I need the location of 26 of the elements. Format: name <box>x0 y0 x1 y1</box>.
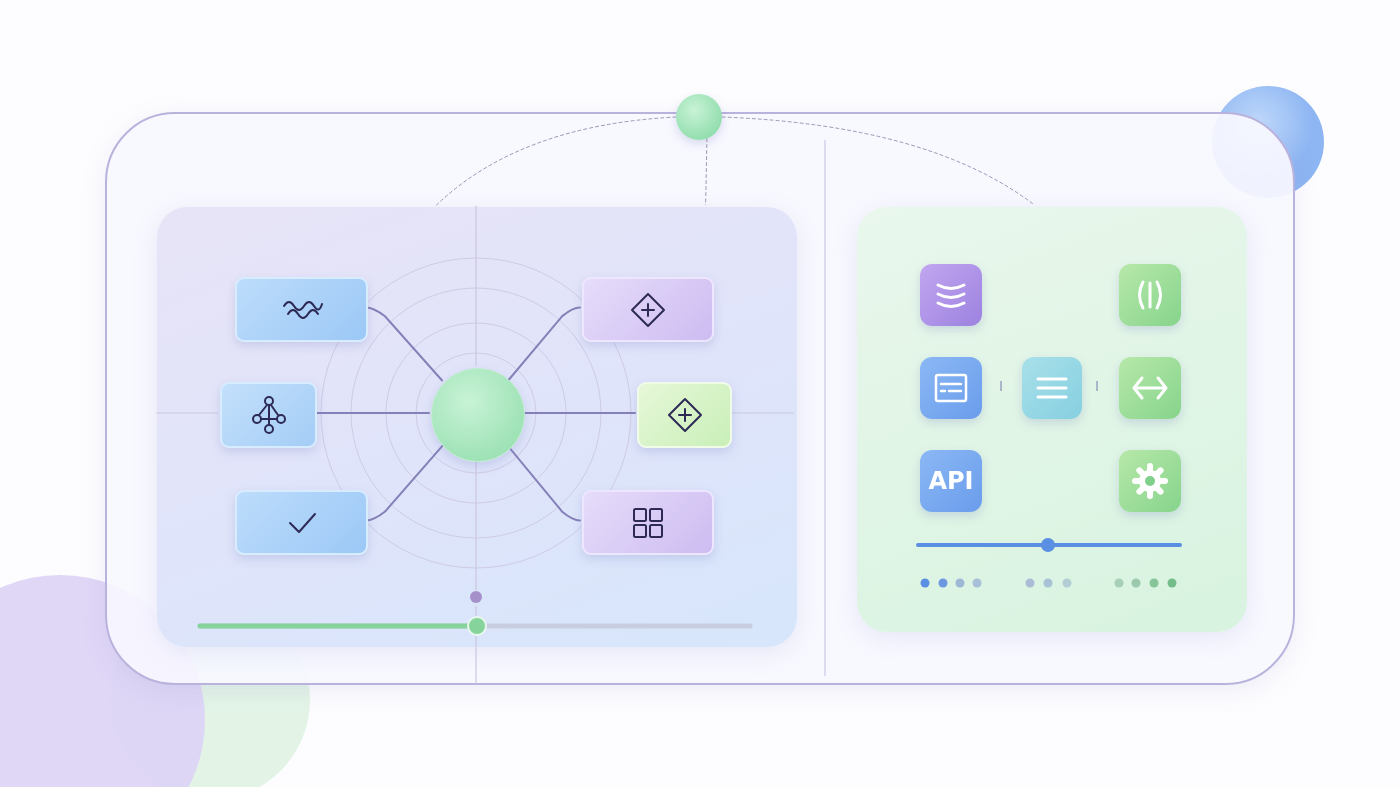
module-box <box>235 277 368 342</box>
dotted-connector <box>704 138 708 206</box>
hub-circle <box>431 368 525 462</box>
node-circle <box>676 94 722 140</box>
module-box <box>582 277 714 342</box>
module-box <box>220 382 317 448</box>
api-tile <box>920 450 982 512</box>
tool-tile <box>1022 357 1082 419</box>
outer-panel <box>105 112 1295 685</box>
connector-line <box>314 412 430 414</box>
tool-tile <box>1119 357 1181 419</box>
connector-line <box>365 306 444 382</box>
dotted-connector <box>721 116 1035 206</box>
tool-tile <box>1119 450 1181 512</box>
connector-line <box>522 412 636 414</box>
module-box <box>637 382 732 448</box>
tool-tile <box>920 357 982 419</box>
tool-tile <box>920 264 982 326</box>
connector-line <box>508 306 581 381</box>
tools-panel <box>857 207 1247 632</box>
dotted-connector <box>436 116 677 206</box>
module-box <box>235 490 368 555</box>
tile-label: API <box>928 467 974 495</box>
module-box <box>582 490 714 555</box>
tool-tile <box>1119 264 1181 326</box>
connector-line <box>365 444 444 522</box>
